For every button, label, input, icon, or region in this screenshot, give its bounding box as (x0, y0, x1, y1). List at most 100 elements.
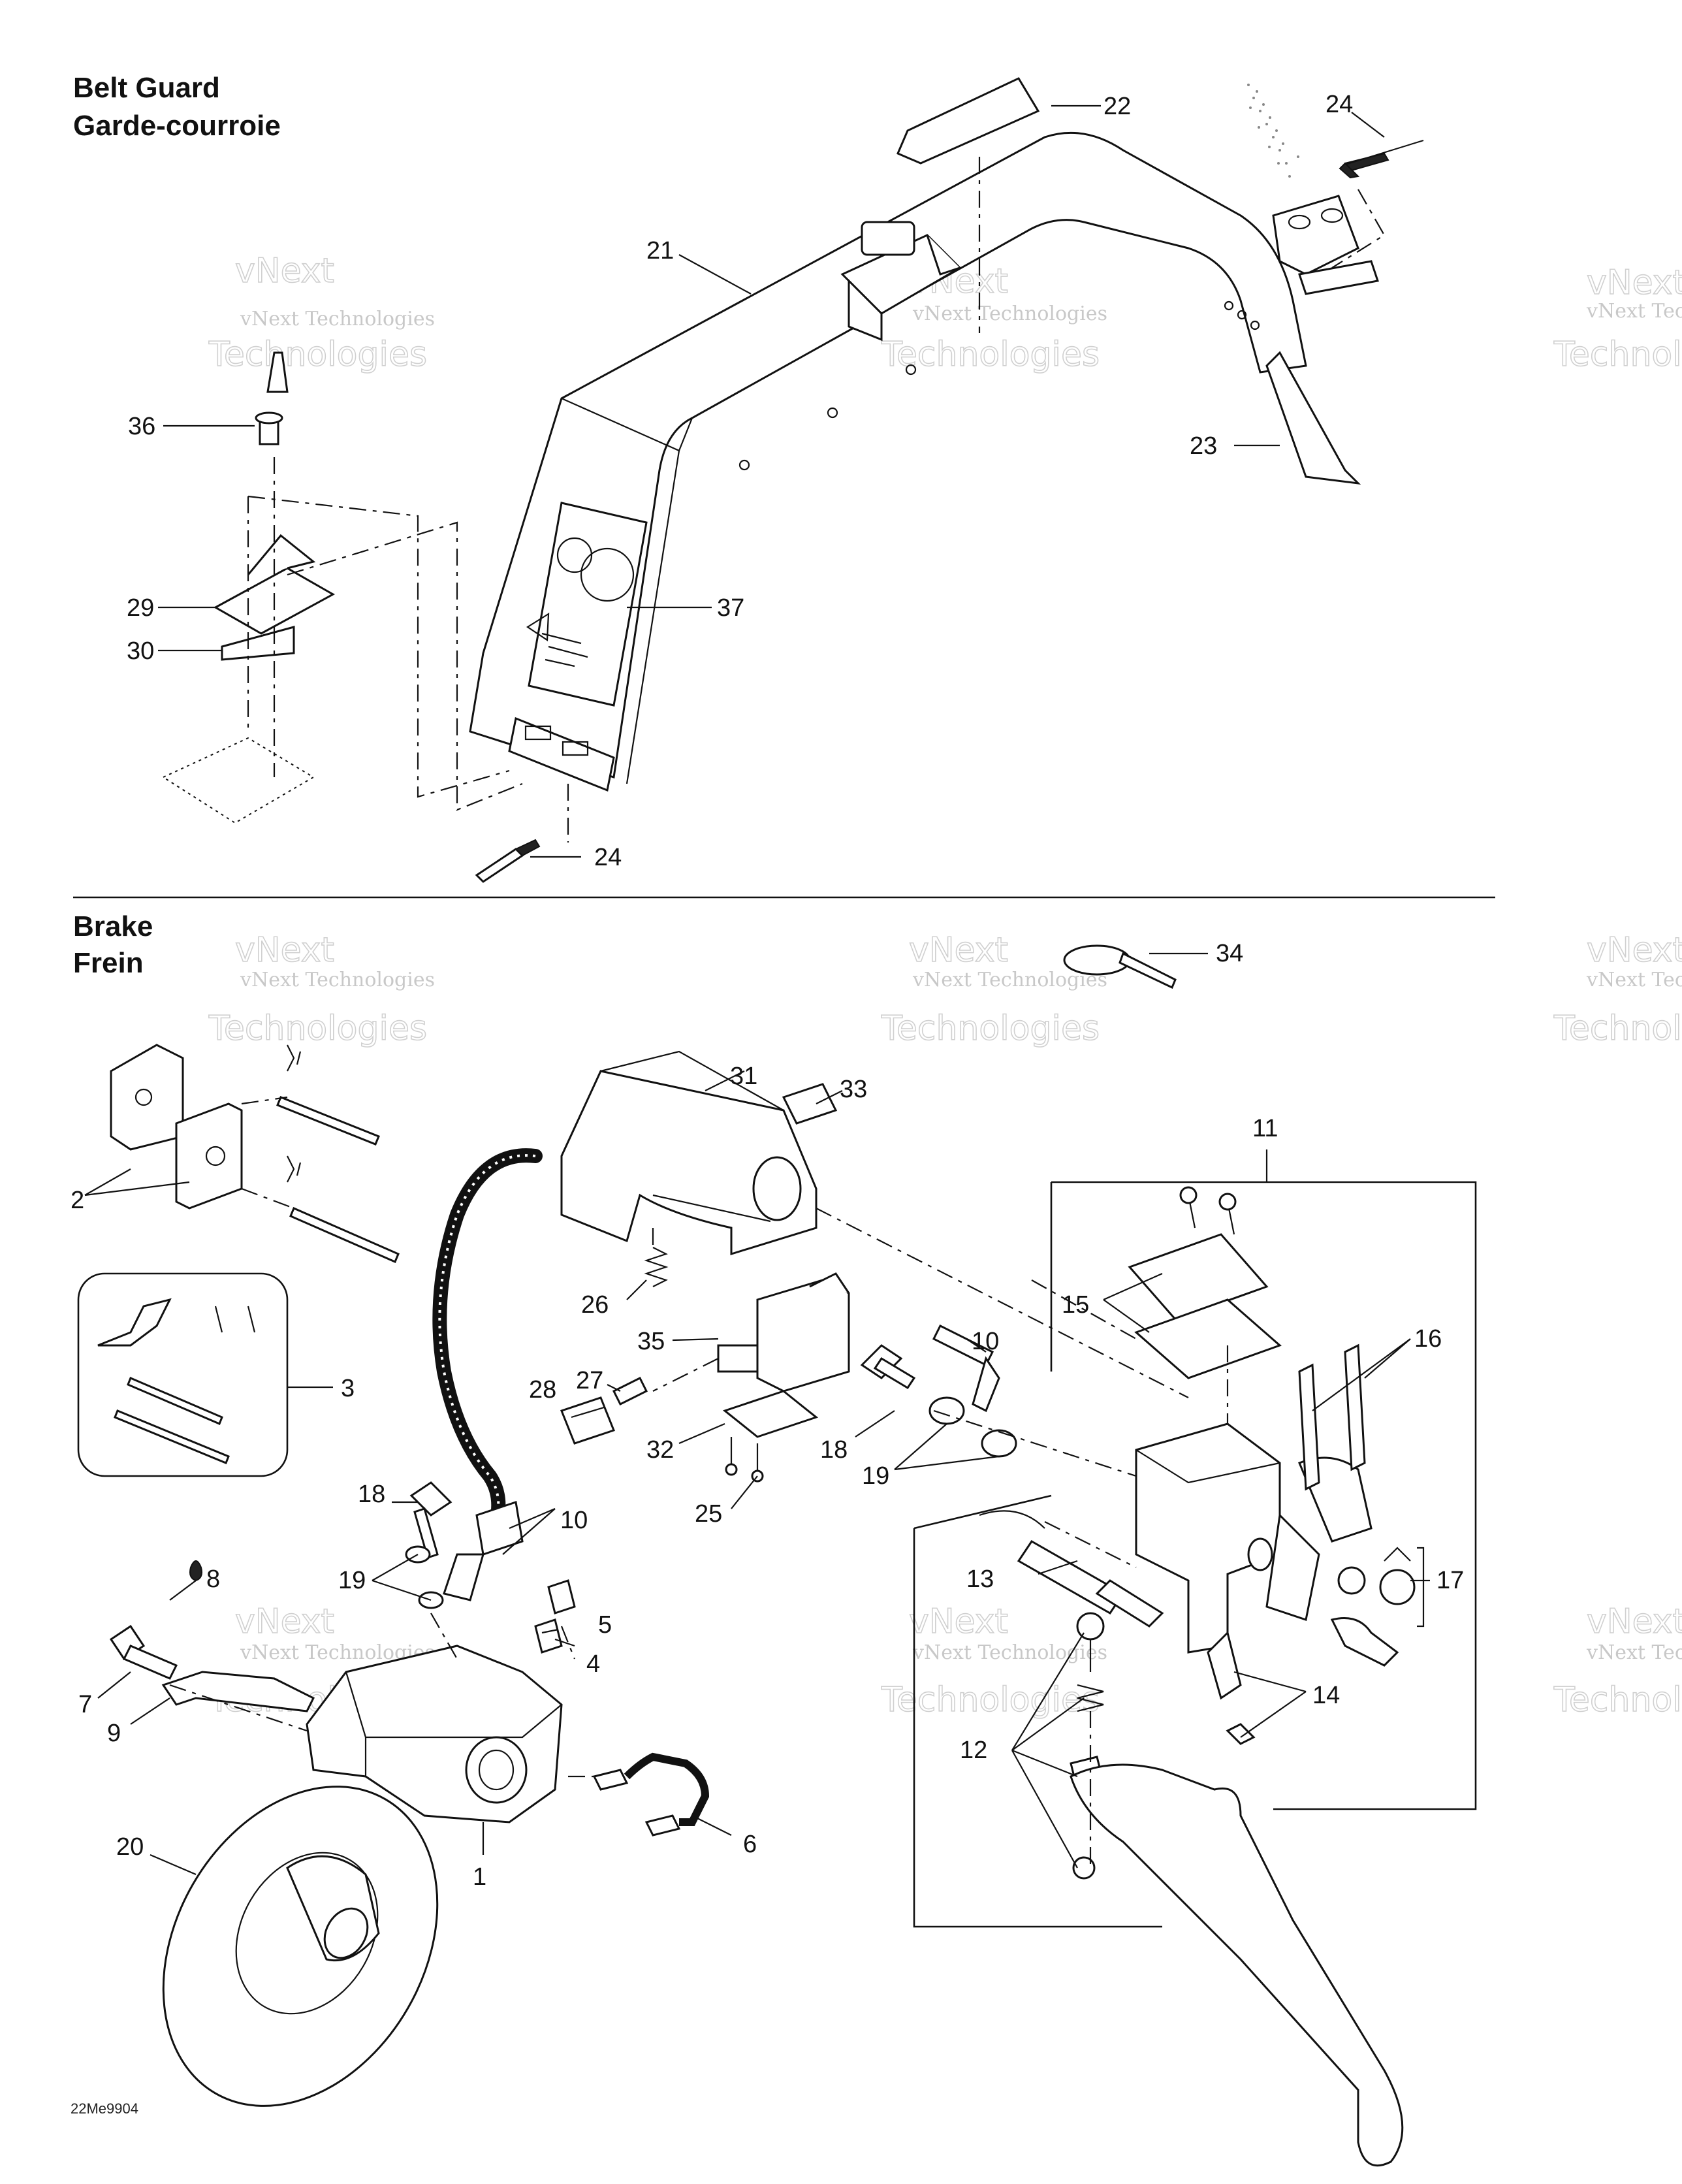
screws-part-25 (725, 1437, 764, 1483)
watermark-top: vNext (235, 251, 334, 291)
brake-lever (1070, 1763, 1404, 2167)
watermarks: vNext vNext Technologies Technologies vN… (208, 251, 1682, 1720)
assembly-line (169, 1684, 308, 1732)
callout-26: 26 (581, 1291, 609, 1319)
callout-17: 17 (1436, 1567, 1464, 1594)
master-cylinder-kit-outline (1051, 1181, 1477, 1810)
watermark-top: vNext (909, 1602, 1008, 1641)
cover-part-31 (560, 1050, 817, 1256)
callout-1: 1 (473, 1863, 486, 1891)
assembly-line (560, 1626, 576, 1660)
watermark: vNext Technologies (912, 969, 1107, 991)
callout-23: 23 (1190, 432, 1217, 460)
callout-31: 31 (730, 1063, 757, 1090)
watermark-big: Technologies (208, 335, 427, 374)
callout-18: 18 (820, 1436, 848, 1464)
rivet-part-36 (255, 351, 289, 445)
callout-27: 27 (576, 1367, 603, 1394)
watermark: vNext Technologies (240, 308, 435, 330)
watermark-big: Technologies (1553, 335, 1682, 374)
watermark-big: Technologies (881, 1009, 1100, 1048)
watermark: vNext Technologies (1586, 969, 1682, 991)
switch-part-35 (717, 1272, 850, 1392)
assembly-line (816, 1208, 1189, 1398)
watermark: vNext Technologies (912, 302, 1107, 325)
callout-15: 15 (1062, 1291, 1089, 1319)
master-cylinder-part-11 (979, 1186, 1416, 1880)
bracket-plate-part-32 (722, 1390, 819, 1438)
banjo-bolt-part-18 (860, 1344, 916, 1390)
bracket-part-23 (1265, 351, 1361, 485)
callout-35: 35 (637, 1328, 665, 1355)
warning-decal-part-37 (526, 502, 648, 707)
callout-36: 36 (128, 413, 155, 440)
mounting-base (161, 737, 315, 824)
callout-leaders (84, 104, 1430, 1876)
callout-25: 25 (695, 1500, 722, 1528)
spray-pattern (1247, 84, 1299, 178)
assembly-line (1331, 189, 1386, 268)
watermark-big: Technologies (1553, 1680, 1682, 1720)
assembly-line (241, 1096, 294, 1210)
bracket-part-9 (161, 1671, 315, 1712)
brake-line-part-6 (592, 1752, 710, 1837)
callout-30: 30 (127, 637, 154, 665)
callout-10-left: 10 (560, 1507, 588, 1534)
callout-10: 10 (972, 1328, 999, 1355)
arrow-decal-part-22 (897, 77, 1040, 165)
section-title-belt-guard-en: Belt Guard (73, 72, 220, 104)
banjo-bolt-part-18-left (405, 1481, 452, 1609)
assembly-line (287, 521, 523, 811)
cable-tie-part-34 (1063, 944, 1177, 989)
callout-3: 3 (341, 1375, 355, 1402)
callout-29: 29 (127, 594, 154, 622)
watermark: vNext Technologies (912, 1641, 1107, 1664)
bolt-part-7 (109, 1624, 178, 1680)
callout-11: 11 (1252, 1115, 1278, 1142)
hose-fitting-part-10 (932, 1324, 1000, 1413)
callout-2: 2 (71, 1187, 84, 1214)
assembly-line (430, 1613, 458, 1660)
callout-numbers: 22 24 21 36 23 29 37 30 24 34 31 33 11 2… (71, 91, 1464, 1891)
wire-clip-part-27 (612, 1376, 648, 1406)
callout-22: 22 (1103, 93, 1131, 120)
callout-21: 21 (646, 237, 674, 265)
watermark: vNext Technologies (1586, 1641, 1682, 1664)
assembly-line (247, 495, 510, 798)
section-title-belt-guard-fr: Garde-courroie (73, 110, 281, 142)
callout-13: 13 (966, 1566, 994, 1593)
brake-caliper-part-1 (306, 1645, 563, 1823)
callout-8: 8 (206, 1566, 220, 1593)
hardware-kit-part-3 (77, 1272, 289, 1477)
watermark-big: Technologies (881, 335, 1100, 374)
watermark-big: Technologies (208, 1009, 427, 1048)
assembly-line (933, 1409, 1137, 1477)
callout-24-lower: 24 (594, 844, 622, 871)
fluid-drop-part-8 (189, 1560, 202, 1582)
callout-9: 9 (107, 1720, 121, 1747)
callout-7: 7 (78, 1691, 92, 1718)
brake-disc-part-20 (162, 1786, 439, 2107)
callout-5: 5 (598, 1611, 612, 1639)
watermark-top: vNext (235, 1602, 334, 1641)
rivet-part-24-bottom (475, 839, 541, 883)
brake-hose-part-10 (432, 1148, 543, 1529)
diagram-code: 22Me9904 (71, 2100, 138, 2117)
callout-33: 33 (840, 1076, 867, 1103)
bracket-plate-part-24-top (1272, 140, 1424, 295)
callout-16: 16 (1414, 1325, 1442, 1353)
washers-part-19 (928, 1396, 1017, 1458)
watermark: vNext Technologies (240, 969, 435, 991)
callout-4: 4 (586, 1650, 600, 1678)
assembly-line (652, 1358, 719, 1392)
watermark-top: vNext (1587, 931, 1682, 970)
brake-pads-part-2 (110, 1044, 243, 1210)
watermark-top: vNext (909, 931, 1008, 970)
watermark-top: vNext (1587, 263, 1682, 302)
connector-part-28 (560, 1396, 615, 1445)
assembly-line (1031, 1279, 1137, 1340)
latch-assembly (840, 221, 962, 342)
callout-12: 12 (960, 1737, 987, 1764)
watermark-top: vNext (235, 931, 334, 970)
